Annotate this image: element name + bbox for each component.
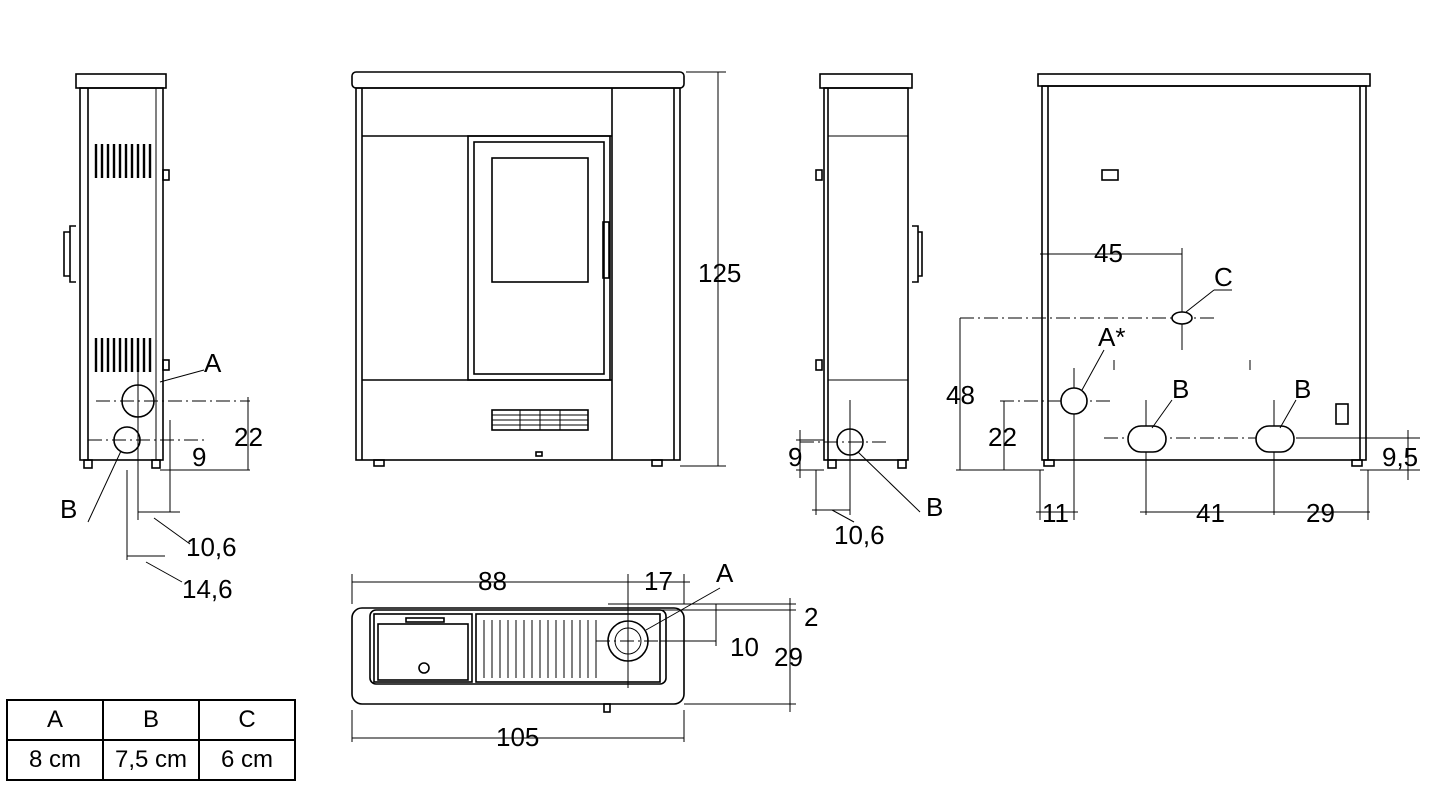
back-dim-9-5: 9,5 — [1382, 442, 1418, 472]
right-side-view: 9 10,6 B — [788, 73, 943, 550]
outlet-b-left — [1127, 425, 1167, 453]
legend-header-c: C — [198, 699, 296, 741]
front-dim-125: 125 — [698, 258, 741, 288]
rear-switch — [1101, 169, 1119, 181]
top-grille — [483, 620, 597, 678]
back-dim-48: 48 — [946, 380, 975, 410]
front-view: 125 — [351, 71, 741, 467]
door-handle-right — [912, 225, 923, 283]
left-side-view: A B 22 9 10,6 14,6 — [60, 73, 263, 604]
top-dim-29: 29 — [774, 642, 803, 672]
back-dim-22: 22 — [988, 422, 1017, 452]
left-label-b: B — [60, 494, 77, 524]
door-handle — [63, 225, 76, 283]
vent-grille-upper — [94, 144, 152, 178]
right-label-b: B — [926, 492, 943, 522]
back-dim-41: 41 — [1196, 498, 1225, 528]
top-label-a: A — [716, 558, 734, 588]
back-dim-29: 29 — [1306, 498, 1335, 528]
left-dim-14-6: 14,6 — [182, 574, 233, 604]
left-dim-22: 22 — [234, 422, 263, 452]
stove-door — [467, 135, 611, 381]
door-window — [491, 157, 589, 283]
back-label-b-left: B — [1172, 374, 1189, 404]
back-dim-11: 11 — [1042, 498, 1069, 528]
top-view: A 88 17 2 10 29 105 — [351, 558, 818, 752]
back-dim-45: 45 — [1094, 238, 1123, 268]
left-label-a: A — [204, 348, 222, 378]
top-dim-88: 88 — [478, 566, 507, 596]
right-dim-9: 9 — [788, 442, 802, 472]
legend-value-c: 6 cm — [198, 739, 296, 781]
back-label-a-star: A* — [1098, 322, 1125, 352]
back-label-b-right: B — [1294, 374, 1311, 404]
vent-grille-lower — [94, 338, 152, 372]
door-handle-front — [602, 221, 610, 279]
legend-value-row: 8 cm 7,5 cm 6 cm — [6, 739, 296, 781]
legend-value-b: 7,5 cm — [102, 739, 200, 781]
top-dim-105: 105 — [496, 722, 539, 752]
diameter-legend-table: A B C 8 cm 7,5 cm 6 cm — [6, 699, 296, 781]
outlet-b-right — [1255, 425, 1295, 453]
right-dim-10-6: 10,6 — [834, 520, 885, 550]
legend-header-b: B — [102, 699, 200, 741]
top-dim-2: 2 — [804, 602, 818, 632]
left-dim-9: 9 — [192, 442, 206, 472]
legend-value-a: 8 cm — [6, 739, 104, 781]
left-dim-10-6: 10,6 — [186, 532, 237, 562]
back-view: 45 C A* B B 48 22 9,5 11 41 29 — [946, 73, 1420, 528]
legend-header-row: A B C — [6, 699, 296, 741]
front-grille — [491, 409, 589, 431]
outlet-a-star — [1060, 387, 1088, 415]
top-dim-10: 10 — [730, 632, 759, 662]
outlet-c — [1171, 311, 1193, 325]
top-dim-17: 17 — [644, 566, 673, 596]
legend-header-a: A — [6, 699, 104, 741]
back-label-c: C — [1214, 262, 1233, 292]
